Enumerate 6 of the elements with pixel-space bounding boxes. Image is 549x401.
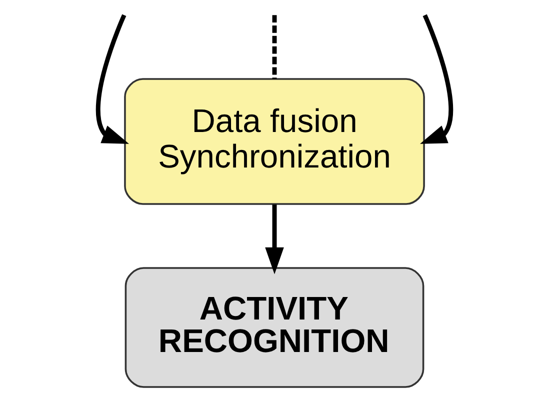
arrow [265, 204, 284, 274]
node-box: Data fusion Synchronization [124, 78, 425, 205]
arrow [96, 14, 130, 144]
arrow [420, 14, 453, 144]
node-box: ACTIVITY RECOGNITION [124, 267, 424, 388]
connector [272, 15, 277, 80]
